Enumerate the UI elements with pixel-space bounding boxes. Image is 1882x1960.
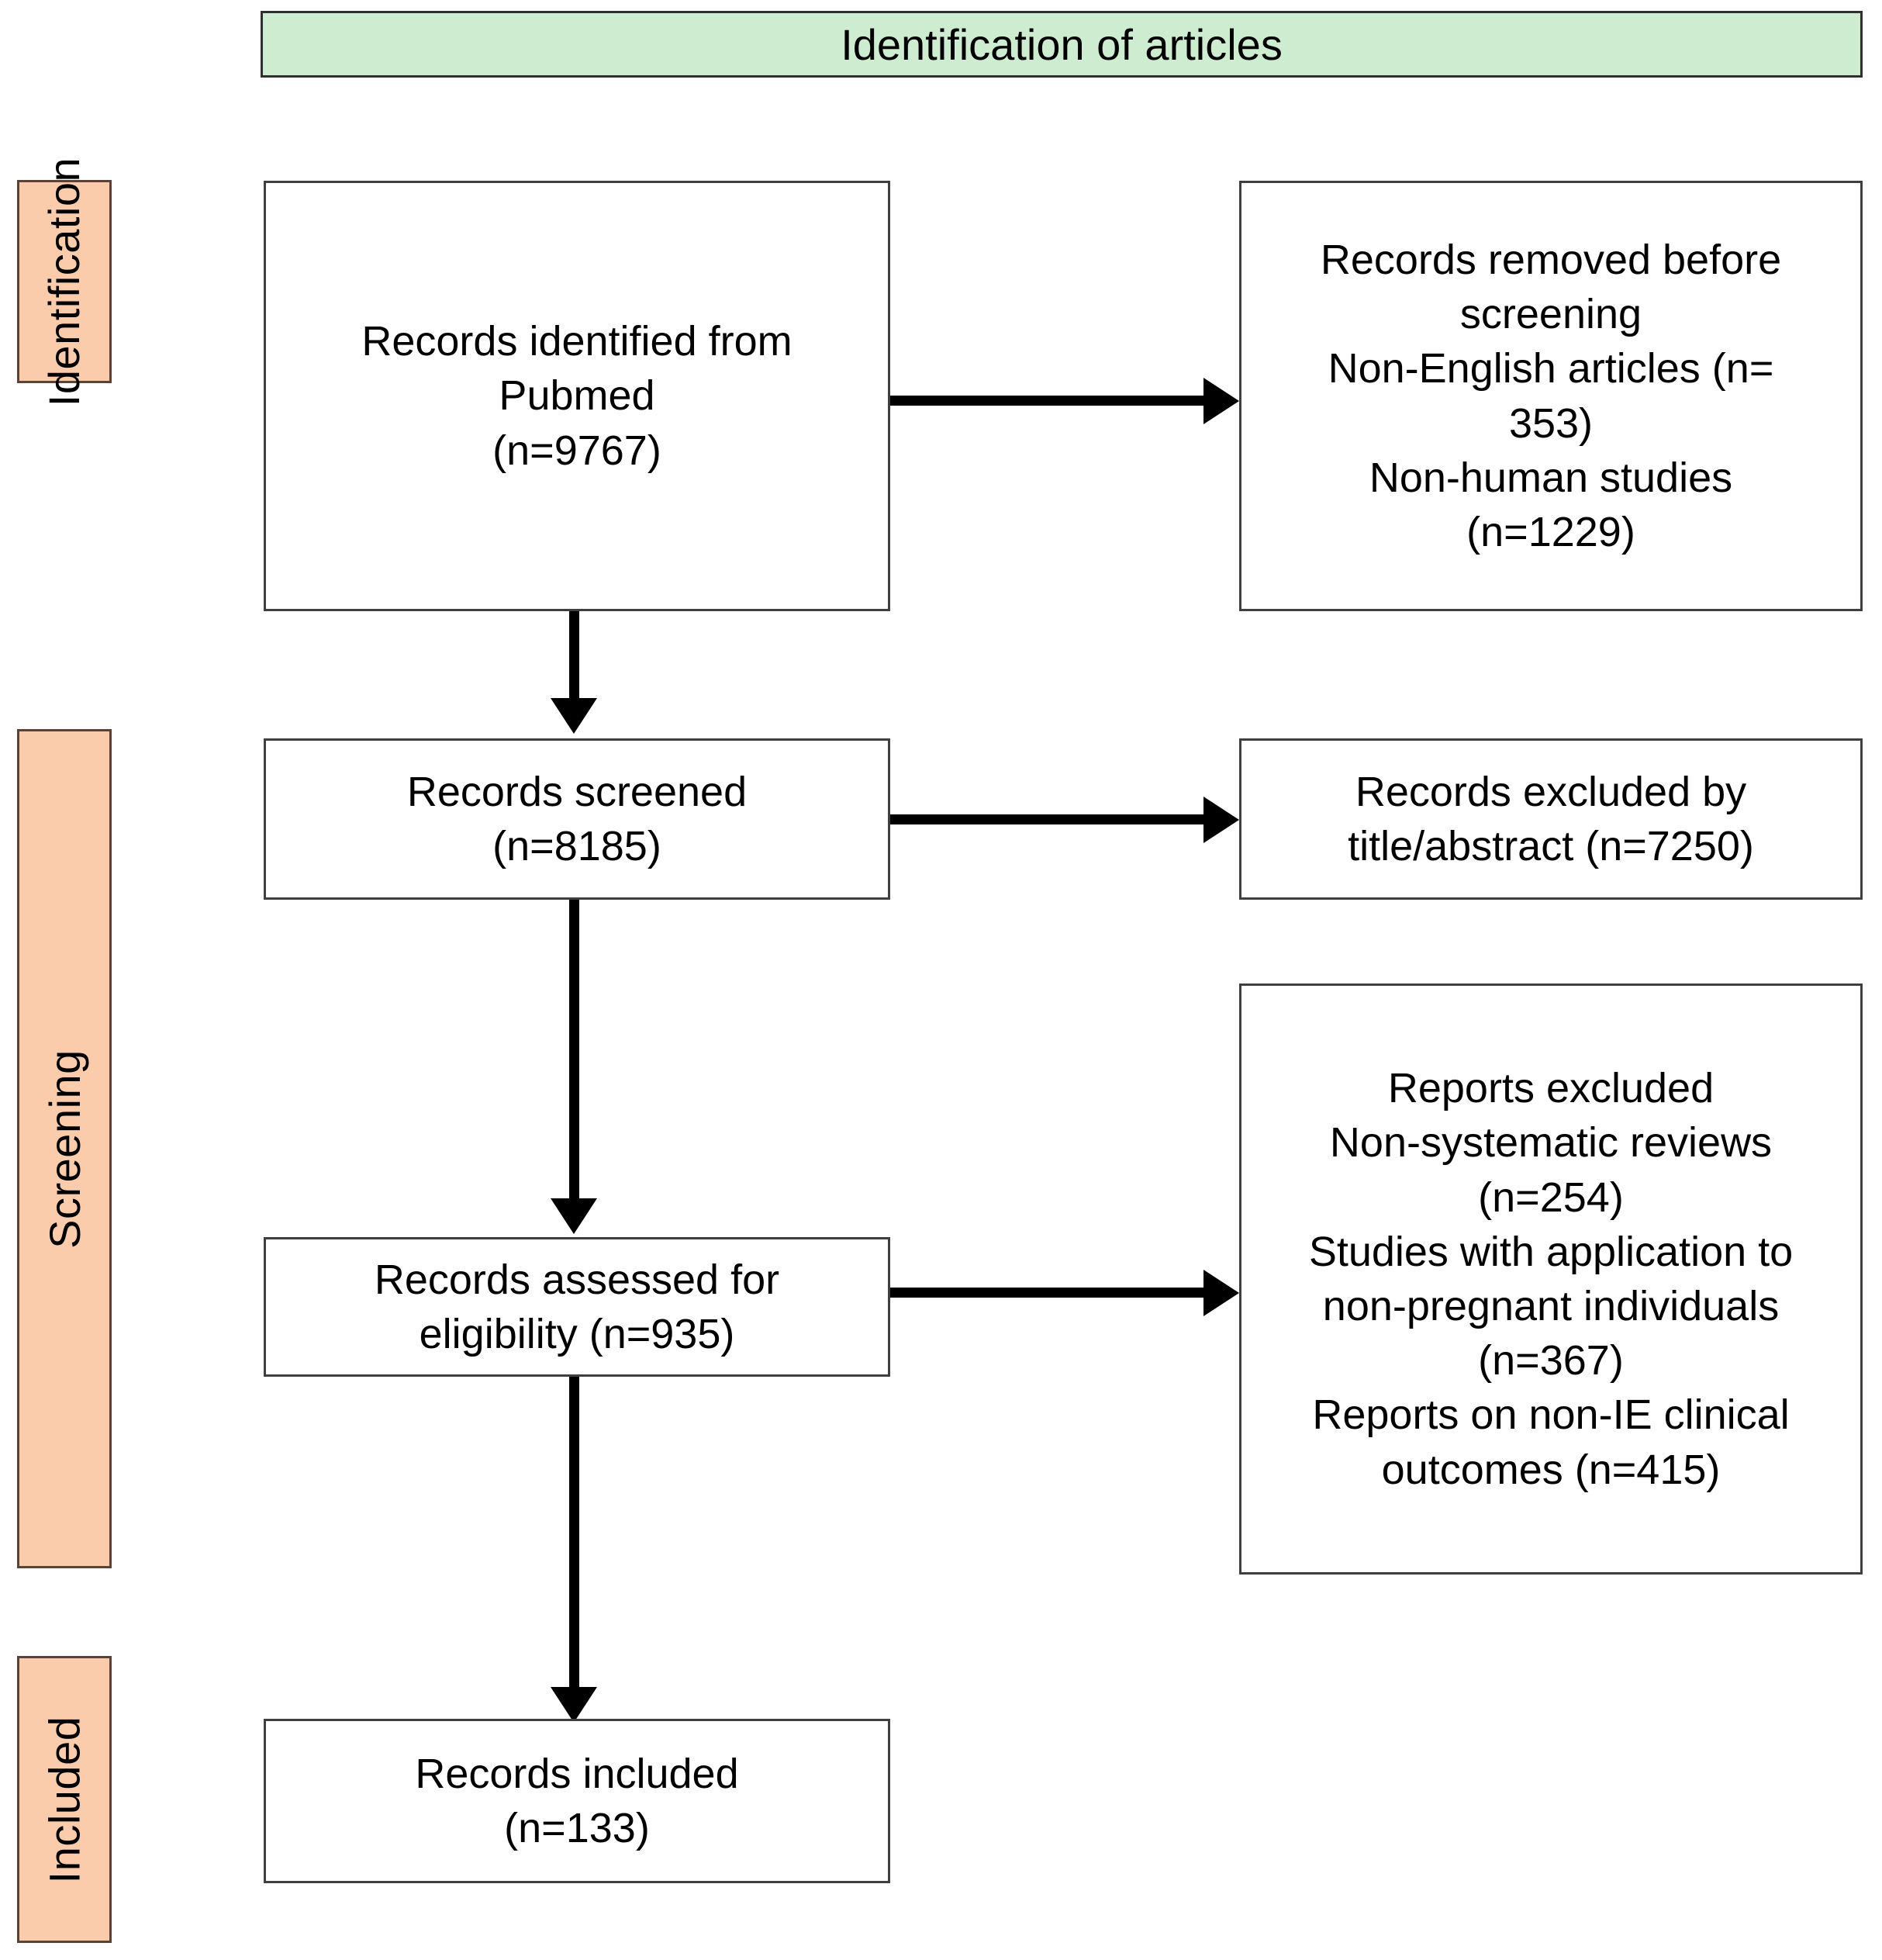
connector-screened-to-excluded-line [890,814,1203,824]
box-records-removed-line-6: (n=1229) [1466,508,1635,555]
box-reports-excluded-line-6: (n=367) [1478,1337,1624,1384]
box-records-identified-line-3: (n=9767) [492,427,661,474]
connector-screened-to-assessed-line [569,900,579,1198]
diagram-title-banner: Identification of articles [261,11,1863,78]
connector-assessed-to-reports-excluded-arrowhead [1203,1270,1239,1316]
connector-assessed-to-included-line [569,1377,579,1687]
box-records-removed-line-4: 353) [1508,399,1594,447]
stage-label-identification-text: Identification [40,157,89,406]
box-records-identified: Records identified from Pubmed (n=9767) [264,181,890,611]
box-reports-excluded: Reports excluded Non-systematic reviews … [1239,983,1863,1575]
box-records-assessed-line-1: Records assessed for [374,1256,780,1303]
stage-label-included: Included [17,1656,112,1943]
connector-screened-to-assessed-arrowhead [551,1198,597,1234]
connector-identified-to-removed-arrowhead [1203,378,1239,424]
stage-label-screening: Screening [17,729,112,1568]
connector-identified-to-screened-line [569,611,579,698]
box-reports-excluded-line-1: Reports excluded [1387,1065,1715,1112]
connector-screened-to-excluded-arrowhead [1203,797,1239,843]
connector-assessed-to-reports-excluded-line [890,1288,1203,1298]
box-records-removed-line-2: screening [1459,291,1642,338]
box-records-included-line-2: (n=133) [504,1805,650,1851]
box-records-identified-line-1: Records identified from [361,318,793,365]
box-records-included-line-1: Records included [415,1750,739,1797]
box-records-identified-line-2: Pubmed [499,372,655,420]
box-records-removed-before-screening: Records removed before screening Non-Eng… [1239,181,1863,611]
box-records-excluded-line-1: Records excluded by [1355,768,1747,815]
box-reports-excluded-line-4: Studies with application to [1308,1228,1794,1275]
connector-identified-to-removed-line [890,396,1203,406]
box-reports-excluded-line-8: outcomes (n=415) [1381,1446,1721,1493]
box-records-screened: Records screened (n=8185) [264,738,890,900]
box-records-screened-line-1: Records screened [406,768,748,815]
box-records-removed-line-3: Non-English articles (n= [1328,345,1774,392]
stage-label-included-text: Included [40,1716,89,1883]
stage-label-identification: Identification [17,157,112,406]
connector-assessed-to-included-arrowhead [551,1687,597,1723]
box-records-excluded-title-abstract: Records excluded by title/abstract (n=72… [1239,738,1863,900]
box-records-assessed-line-2: eligibility (n=935) [419,1311,735,1357]
page-title: Identification of articles [841,19,1283,69]
box-records-excluded-line-2: title/abstract (n=7250) [1348,823,1754,869]
box-reports-excluded-line-5: non-pregnant individuals [1322,1283,1780,1329]
box-reports-excluded-line-7: Reports on non-IE clinical [1312,1391,1790,1439]
connector-identified-to-screened-arrowhead [551,698,597,734]
stage-label-screening-text: Screening [40,1049,89,1249]
box-records-removed-line-1: Records removed before [1320,236,1782,283]
box-records-screened-line-2: (n=8185) [492,823,661,869]
box-reports-excluded-line-2: Non-systematic reviews [1329,1119,1773,1167]
box-records-removed-line-5: Non-human studies [1369,454,1733,501]
box-records-assessed-eligibility: Records assessed for eligibility (n=935) [264,1237,890,1377]
box-records-included: Records included (n=133) [264,1719,890,1883]
box-reports-excluded-line-3: (n=254) [1478,1174,1624,1221]
